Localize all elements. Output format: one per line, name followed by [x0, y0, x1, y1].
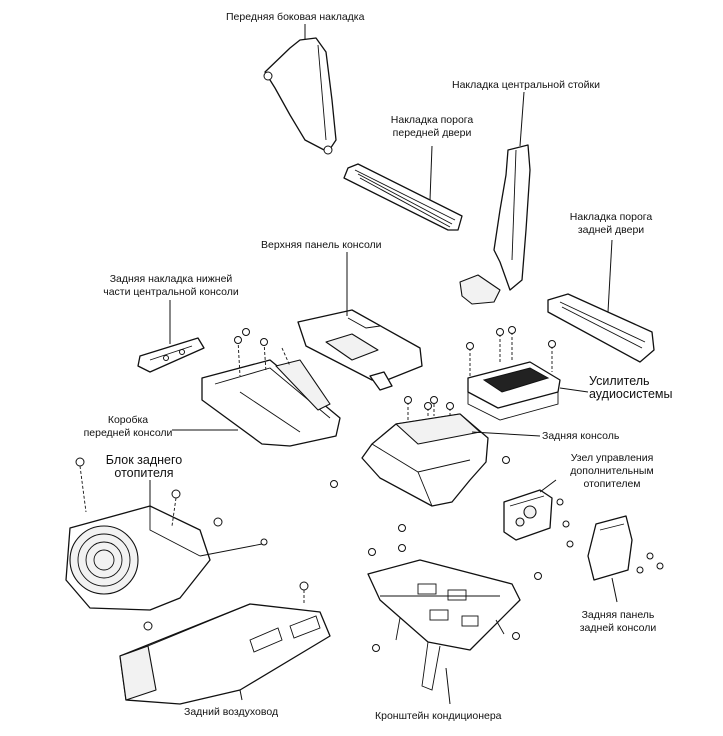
label-aux-heater-control-line1: Узел управления [570, 452, 654, 464]
ac-bracket-part [367, 544, 542, 691]
front-console-box-part [201, 328, 341, 447]
label-rear-air-duct: Задний воздуховод [184, 706, 279, 718]
label-front-console-box-line2: передней консоли [83, 427, 173, 439]
center-pillar-trim-part [459, 144, 531, 305]
label-rear-lower-trim-line1: Задняя накладка нижней [109, 273, 233, 285]
label-audio-amplifier-line1: Усилитель [589, 374, 650, 388]
label-rear-console-rear-panel: Задняя панель задней консоли [570, 609, 666, 635]
label-audio-amplifier: Усилитель аудиосистемы [589, 375, 672, 401]
label-rear-door-sill-trim-line2: задней двери [577, 224, 645, 236]
rear-door-sill-trim-part [547, 293, 655, 363]
label-front-door-sill-trim: Накладка порога передней двери [384, 114, 480, 140]
label-front-door-sill-trim-line1: Накладка порога [390, 114, 474, 126]
label-rear-console-rear-panel-line1: Задняя панель [581, 609, 655, 621]
label-rear-door-sill-trim: Накладка порога задней двери [562, 211, 660, 237]
label-rear-heater-unit-line2: отопителя [114, 466, 174, 480]
label-rear-lower-trim-line2: части центральной консоли [103, 286, 239, 298]
label-center-pillar-trim: Накладка центральной стойки [452, 79, 600, 91]
label-front-console-box-line1: Коробка [107, 414, 149, 426]
rear-console-part [330, 396, 510, 532]
rear-air-duct-part [119, 581, 331, 705]
label-rear-console-rear-panel-line2: задней консоли [579, 622, 657, 634]
label-front-side-trim: Передняя боковая накладка [226, 11, 365, 23]
front-side-trim-part [263, 37, 337, 155]
label-rear-console: Задняя консоль [542, 430, 620, 442]
label-front-door-sill-trim-line2: передней двери [392, 127, 472, 139]
rear-console-rear-panel-part [587, 515, 664, 581]
label-audio-amplifier-line2: аудиосистемы [589, 387, 673, 401]
aux-heater-control-part [503, 489, 574, 548]
label-rear-heater-unit-line1: Блок заднего [105, 453, 183, 467]
label-ac-bracket: Кронштейн кондиционера [375, 710, 502, 722]
rear-lower-trim-part [137, 337, 205, 373]
label-front-console-box: Коробка передней консоли [80, 414, 176, 440]
label-aux-heater-control: Узел управления дополнительным отопителе… [556, 452, 668, 491]
rear-heater-unit-part [65, 457, 268, 611]
upper-console-panel-part [297, 309, 423, 391]
audio-amplifier-part [466, 326, 561, 421]
label-rear-door-sill-trim-line1: Накладка порога [569, 211, 653, 223]
label-aux-heater-control-line3: отопителем [583, 478, 641, 490]
label-rear-lower-center-console-trim: Задняя накладка нижней части центральной… [96, 273, 246, 299]
label-rear-heater-unit: Блок заднего отопителя [94, 454, 194, 480]
leader-lines [149, 24, 618, 705]
label-upper-console-panel: Верхняя панель консоли [261, 239, 382, 251]
label-aux-heater-control-line2: дополнительным [570, 465, 654, 477]
front-door-sill-trim-part [343, 163, 463, 231]
